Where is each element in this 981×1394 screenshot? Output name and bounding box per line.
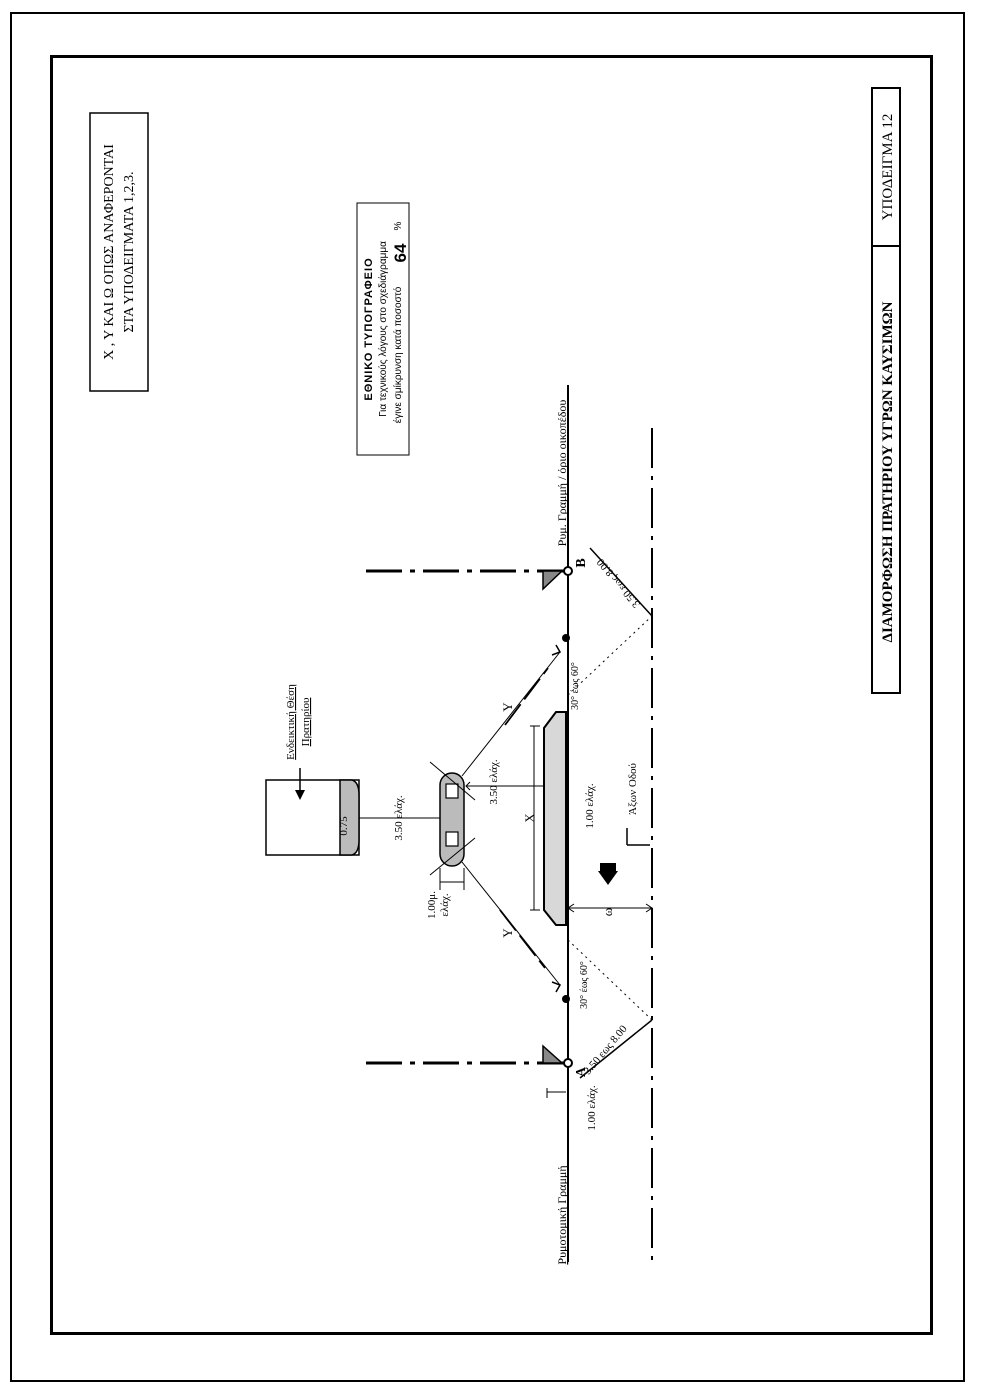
stamp-heading: ΕΘΝΙΚΟ ΤΥΠΟΓΡΑΦΕΙΟ xyxy=(363,257,375,400)
point-a-marker xyxy=(563,1058,573,1068)
road-axis-label: Άξων Οδού xyxy=(627,763,639,815)
point-a-label: A xyxy=(574,1066,589,1077)
example-number: ΥΠΟΔΕΙΓΜΑ 12 xyxy=(880,114,896,221)
traffic-arrow-shaft xyxy=(600,863,616,871)
indicative-position-label-1: Ενδεικτική Θέση xyxy=(285,684,297,760)
note-line-2: ΣΤΑ ΥΠΟΔΕΙΓΜΑΤΑ 1,2,3. xyxy=(122,172,137,333)
dim-left-100: 1.00 ελάχ. xyxy=(546,1085,598,1131)
pavement-strip: X xyxy=(522,711,567,926)
dim-100-left-label: 1.00 ελάχ. xyxy=(586,1085,598,1131)
sight-lines: Y Y 30° έως 60° 30° έως 60° xyxy=(461,634,590,1009)
corner-marker-a xyxy=(542,1044,564,1064)
stamp-percent: 64 xyxy=(391,243,410,262)
pump-dispenser-1 xyxy=(445,783,459,799)
station-building: 0.75 Ενδεικτική Θέση Πρατηρίου 3.50 ελάχ… xyxy=(265,684,440,856)
building-line-label: Ρυμοτομική Γραμμή xyxy=(555,1165,569,1264)
y-left-label: Y xyxy=(500,928,515,938)
building-line-b-label: Ρυμ. Γραμμή / όριο οικοπέδου xyxy=(555,400,569,547)
x-label: X xyxy=(522,813,537,823)
dim-350-b: 3.50 εως 8.00 xyxy=(594,556,642,610)
angle-left-label: 30° έως 60° xyxy=(579,961,590,1009)
omega-label: ω xyxy=(600,907,615,916)
point-b-marker xyxy=(563,566,573,576)
drawing-frame xyxy=(50,55,933,1335)
omega-dimension: ω xyxy=(567,863,653,916)
traffic-direction-arrow xyxy=(598,871,618,885)
entry-point-right xyxy=(562,634,570,642)
y-right-label: Y xyxy=(500,702,515,712)
dim-350-a: 3.50 εως 8.00 xyxy=(582,1023,630,1077)
indicative-position-label-2: Πρατηρίου xyxy=(300,697,312,746)
corner-marker-b xyxy=(542,570,564,591)
road-axis: Άξων Οδού xyxy=(626,428,653,1262)
property-lines: A B xyxy=(366,558,589,1077)
pump-dispenser-2 xyxy=(445,831,459,847)
dim-100-island-label: 1.00 ελάχ. xyxy=(584,783,596,829)
angle-right-label: 30° έως 60° xyxy=(570,662,581,710)
building-line: Ρυμοτομική Γραμμή Ρυμ. Γραμμή / όριο οικ… xyxy=(555,385,569,1265)
dim-100-pump-1: 1.00μ. xyxy=(426,891,438,919)
note-box: Χ , Υ ΚΑΙ Ω ΟΠΩΣ ΑΝΑΦΕΡΟΝΤΑΙ ΣΤΑ ΥΠΟΔΕΙΓ… xyxy=(89,112,149,392)
entry-point-left xyxy=(562,995,570,1003)
dim-100-pump-2: ελάχ. xyxy=(439,893,451,917)
outer-frame xyxy=(10,12,965,1382)
pump-island: 1.00μ. ελάχ. xyxy=(426,761,476,919)
point-b-label: B xyxy=(574,558,589,567)
dim-350-island-label: 3.50 ελάχ. xyxy=(488,759,500,805)
note-line-1: Χ , Υ ΚΑΙ Ω ΟΠΩΣ ΑΝΑΦΕΡΟΝΤΑΙ xyxy=(102,144,117,360)
dim-075-label: 0.75 xyxy=(338,816,350,836)
dim-350-pump-label: 3.50 ελάχ. xyxy=(393,795,405,841)
stamp-line-1: Για τεχνικούς λόγους στο σχεδιάγραμμα xyxy=(377,241,389,417)
island-dimensions: 3.50 ελάχ. 1.00 ελάχ. xyxy=(465,759,596,829)
printer-stamp: ΕΘΝΙΚΟ ΤΥΠΟΓΡΑΦΕΙΟ Για τεχνικούς λόγους … xyxy=(356,202,410,456)
stamp-line-2: έγινε σμίκρυνση κατά ποσοστό xyxy=(392,286,404,423)
stamp-percent-sign: % xyxy=(393,221,404,230)
drawing-title: ΔΙΑΜΟΡΦΩΣΗ ΠΡΑΤΗΡΙΟΥ ΥΓΡΩΝ ΚΑΥΣΙΜΩΝ xyxy=(880,301,896,642)
title-block: ΔΙΑΜΟΡΦΩΣΗ ΠΡΑΤΗΡΙΟΥ ΥΓΡΩΝ ΚΑΥΣΙΜΩΝ ΥΠΟΔ… xyxy=(871,87,901,694)
